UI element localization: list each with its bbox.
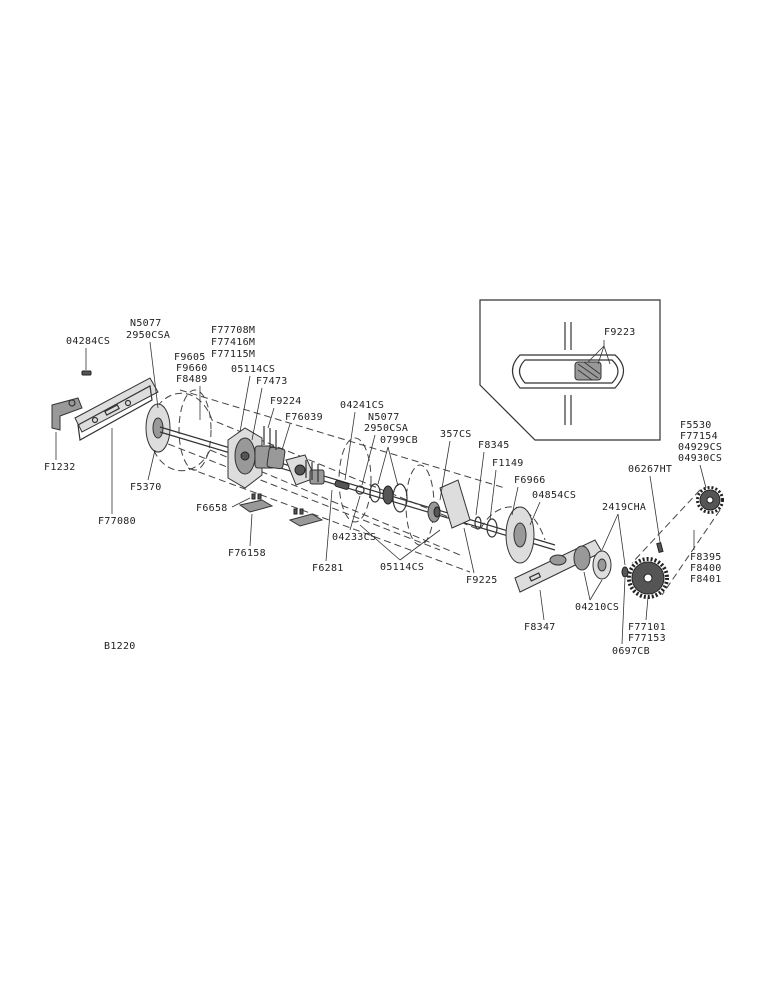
right-disc-plate <box>427 479 471 529</box>
label-F77154: F77154 <box>680 431 718 442</box>
label-357CS: 357CS <box>440 429 472 440</box>
knife-blades <box>238 493 324 527</box>
label-F77708M: F77708M <box>211 325 255 336</box>
bearings <box>573 545 629 580</box>
label-F8400: F8400 <box>690 563 722 574</box>
left-hub-disc <box>145 403 171 453</box>
label-F8345: F8345 <box>478 440 510 451</box>
label-2419CHA: 2419CHA <box>602 502 646 513</box>
label-06267HT: 06267HT <box>628 464 672 475</box>
label-05114CS-a: 05114CS <box>231 364 275 375</box>
label-04930CS: 04930CS <box>678 453 722 464</box>
sprocket-lower <box>627 557 669 599</box>
label-0799CB: 0799CB <box>380 435 418 446</box>
label-F8395: F8395 <box>690 552 722 563</box>
shaft-spacers <box>334 480 408 513</box>
right-hub-disc <box>474 506 535 564</box>
label-F6281: F6281 <box>312 563 344 574</box>
label-F1149: F1149 <box>492 458 524 469</box>
label-F6966: F6966 <box>514 475 546 486</box>
label-F7473: F7473 <box>256 376 288 387</box>
label-04210CS: 04210CS <box>575 602 619 613</box>
label-F76039: F76039 <box>285 412 323 423</box>
label-F8347: F8347 <box>524 622 556 633</box>
label-N5077-b: N5077 <box>368 412 400 423</box>
label-2950CSA-b: 2950CSA <box>364 423 408 434</box>
label-0697CB: 0697CB <box>612 646 650 657</box>
label-04854CS: 04854CS <box>532 490 576 501</box>
label-F77115M: F77115M <box>211 349 255 360</box>
label-F9223: F9223 <box>604 327 636 338</box>
label-F5370: F5370 <box>130 482 162 493</box>
label-04929CS: 04929CS <box>678 442 722 453</box>
label-N5077-a: N5077 <box>130 318 162 329</box>
drawing-id: B1220 <box>104 641 136 652</box>
label-F8489: F8489 <box>176 374 208 385</box>
label-F9660: F9660 <box>176 363 208 374</box>
label-F9225: F9225 <box>466 575 498 586</box>
label-F9605: F9605 <box>174 352 206 363</box>
label-F5530: F5530 <box>680 420 712 431</box>
label-F6658: F6658 <box>196 503 228 514</box>
label-F77153: F77153 <box>628 633 666 644</box>
main-shaft <box>159 426 556 551</box>
leader-F9223 <box>587 340 605 363</box>
label-04233CS: 04233CS <box>332 532 376 543</box>
left-bracket-plate <box>74 377 159 441</box>
key-06267HT <box>656 542 664 553</box>
label-04284CS: 04284CS <box>66 336 110 347</box>
label-2950CSA-a: 2950CSA <box>126 330 170 341</box>
label-05114CS-b: 05114CS <box>380 562 424 573</box>
label-F77080: F77080 <box>98 516 136 527</box>
label-F77416M: F77416M <box>211 337 255 348</box>
label-F76158: F76158 <box>228 548 266 559</box>
reel-outline <box>149 389 546 573</box>
label-F8401: F8401 <box>690 574 722 585</box>
inset-detail <box>479 299 661 441</box>
sprocket-upper <box>696 486 724 514</box>
gearbox-housing <box>227 426 325 489</box>
label-04241CS: 04241CS <box>340 400 384 411</box>
label-F9224: F9224 <box>270 396 302 407</box>
drive-chain <box>631 489 721 596</box>
label-F1232: F1232 <box>44 462 76 473</box>
key-04284CS <box>81 370 92 376</box>
label-F77101: F77101 <box>628 622 666 633</box>
latch-part-F1232 <box>51 397 83 431</box>
